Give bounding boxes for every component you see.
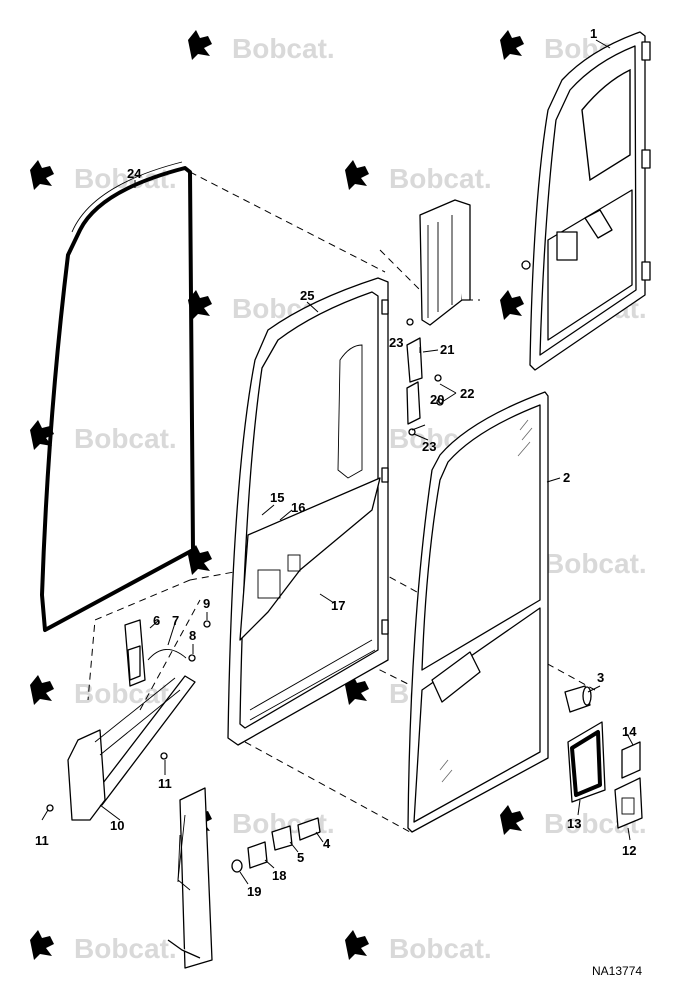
callout-part-11: 11 [158, 776, 172, 791]
callout-part-21: 21 [440, 342, 454, 357]
reference-code: NA13774 [592, 964, 642, 978]
watermark-text: Bobcat. [74, 933, 177, 964]
callout-part-4: 4 [323, 836, 331, 851]
callout-part-19: 19 [247, 884, 261, 899]
callout-part-24: 24 [127, 166, 142, 181]
hinge-post-assembly [406, 199, 471, 436]
door-frame-part-25 [227, 277, 389, 746]
callout-part-5: 5 [297, 850, 304, 865]
watermark-text: Bobcat. [74, 423, 177, 454]
callout-part-22: 22 [460, 386, 474, 401]
callout-part-15: 15 [270, 490, 284, 505]
callout-part-23: 23 [422, 439, 436, 454]
door-panel-part-2 [407, 391, 549, 833]
callout-part-12: 12 [622, 843, 636, 858]
watermark-text: Bobcat. [389, 933, 492, 964]
watermark-text: Bobcat. [389, 163, 492, 194]
leader-lines [41, 39, 634, 885]
callout-part-9: 9 [203, 596, 210, 611]
watermark-logo: Bobcat. [30, 420, 177, 454]
latch-components [564, 685, 643, 829]
watermark-logo: Bobcat. [30, 930, 177, 964]
callout-part-10: 10 [110, 818, 124, 833]
callout-part-25: 25 [300, 288, 314, 303]
watermark-logo: Bobcat. [500, 545, 647, 579]
callout-part-20: 20 [430, 392, 444, 407]
callout-part-6: 6 [153, 613, 160, 628]
watermark-logo: Bobcat. [30, 675, 177, 709]
callout-part-13: 13 [567, 816, 581, 831]
callout-part-23: 23 [389, 335, 403, 350]
callout-part-11: 11 [35, 833, 49, 848]
watermark-text: Bobcat. [232, 33, 335, 64]
watermark-text: Bobcat. [74, 678, 177, 709]
callout-part-18: 18 [272, 868, 286, 883]
lower-bracket-assembly [46, 619, 211, 821]
assembled-door-part-1 [521, 31, 651, 371]
callout-labels: 1 2 3 4 5 6 7 8 9 10 11 11 12 13 14 15 1… [35, 26, 637, 899]
post-hardware [167, 787, 321, 969]
callout-part-2: 2 [563, 470, 570, 485]
callout-part-16: 16 [291, 500, 305, 515]
callout-part-17: 17 [331, 598, 345, 613]
callout-part-14: 14 [622, 724, 637, 739]
watermark-logo: Bobcat. [188, 30, 335, 64]
watermark-text: Bobcat. [544, 548, 647, 579]
callout-part-7: 7 [172, 613, 179, 628]
watermark-logo: Bobcat. [345, 160, 492, 194]
door-seal-part-24 [40, 161, 195, 632]
callout-part-8: 8 [189, 628, 196, 643]
callout-part-3: 3 [597, 670, 604, 685]
watermark-logo: Bobcat. [345, 930, 492, 964]
callout-part-1: 1 [590, 26, 597, 41]
